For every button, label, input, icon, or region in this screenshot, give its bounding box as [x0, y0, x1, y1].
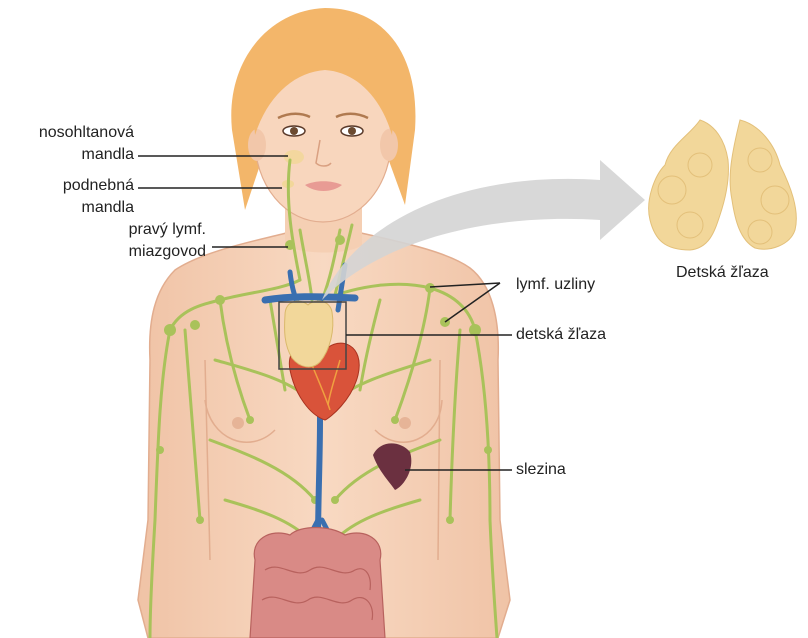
label-nasopharyngeal-line2: mandla: [4, 144, 134, 166]
label-palatine-tonsil: podnebná mandla: [4, 175, 134, 219]
label-palatine-line2: mandla: [4, 197, 134, 219]
label-lymph-nodes: lymf. uzliny: [516, 274, 595, 296]
label-nasopharyngeal-line1: nosohltanová: [4, 122, 134, 144]
label-nasopharyngeal-tonsil: nosohltanová mandla: [4, 122, 134, 166]
label-duct-line1: pravý lymf.: [60, 219, 206, 241]
inset-thymus: [649, 120, 797, 250]
label-spleen: slezina: [516, 459, 566, 481]
label-palatine-line1: podnebná: [4, 175, 134, 197]
intestines: [250, 528, 385, 638]
label-right-lymphatic-duct: pravý lymf. miazgovod: [60, 219, 206, 263]
nasopharyngeal-tonsil: [284, 150, 304, 164]
label-duct-line2: miazgovod: [60, 241, 206, 263]
label-thymus: detská žľaza: [516, 324, 606, 346]
inset-caption: Detská žľaza: [676, 262, 769, 284]
